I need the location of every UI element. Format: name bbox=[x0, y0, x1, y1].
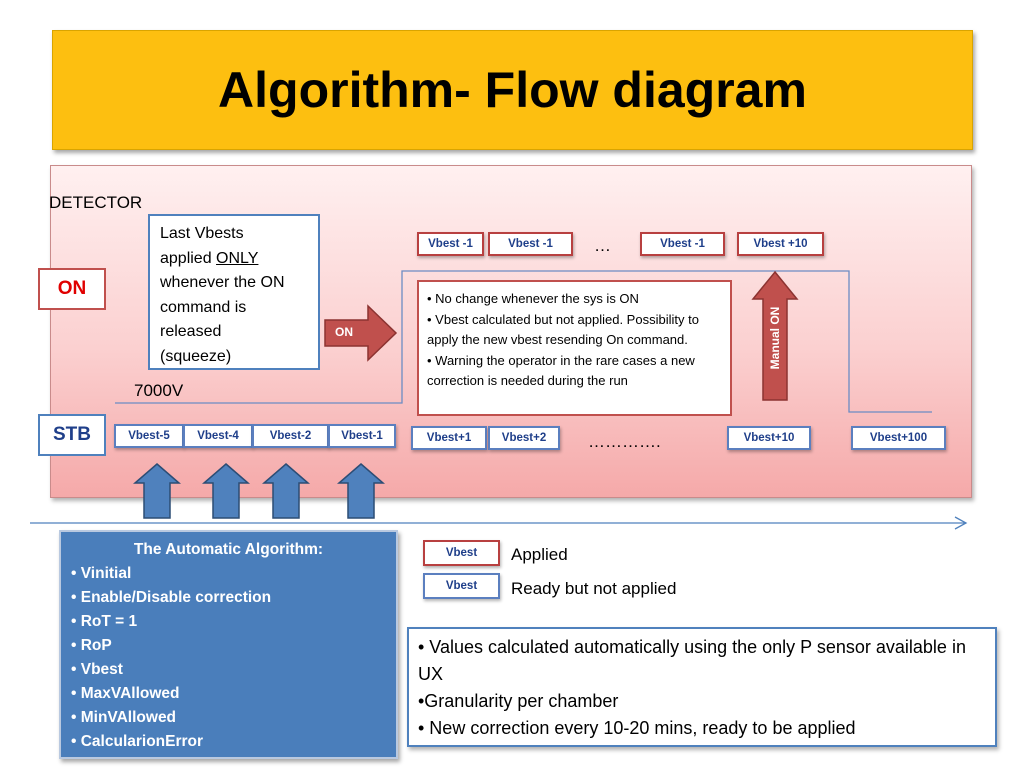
automatic-algorithm-box: The Automatic Algorithm: • Vinitial • En… bbox=[59, 530, 398, 759]
note-item: • Warning the operator in the rare cases… bbox=[427, 352, 695, 389]
legend-applied-swatch: Vbest bbox=[423, 540, 500, 566]
vbest-box-ready: Vbest+100 bbox=[851, 426, 946, 450]
voltage-label: 7000V bbox=[134, 381, 184, 400]
detector-label: DETECTOR bbox=[49, 193, 143, 212]
vbest-box-ready: Vbest-4 bbox=[183, 424, 253, 448]
info-line: •Granularity per chamber bbox=[418, 691, 619, 711]
ellipsis-bottom: …………. bbox=[588, 432, 661, 451]
on-arrow-label: ON bbox=[335, 325, 353, 339]
manual-on-label: Manual ON bbox=[768, 306, 782, 370]
vbest-box-ready: Vbest+10 bbox=[727, 426, 811, 450]
vbest-box-ready: Vbest+1 bbox=[411, 426, 487, 450]
vbest-box-ready: Vbest-2 bbox=[252, 424, 329, 448]
list-item: • Enable/Disable correction bbox=[71, 589, 272, 606]
note-line: command is bbox=[160, 298, 247, 316]
vbest-box-applied: Vbest -1 bbox=[488, 232, 573, 256]
on-state-box: ON bbox=[38, 268, 106, 310]
list-item: • Vbest bbox=[71, 661, 123, 678]
stb-state-box: STB bbox=[38, 414, 106, 456]
list-item: • CalcularionError bbox=[71, 733, 204, 750]
page-title: Algorithm- Flow diagram bbox=[218, 62, 807, 118]
timeline-arrowhead bbox=[954, 516, 968, 530]
vbest-box-applied: Vbest -1 bbox=[417, 232, 484, 256]
vbest-box-applied: Vbest -1 bbox=[640, 232, 725, 256]
legend-ready-swatch: Vbest bbox=[423, 573, 500, 599]
list-item: • Vinitial bbox=[71, 565, 132, 582]
note-item: • No change whenever the sys is ON bbox=[427, 291, 639, 306]
last-vbests-note: Last Vbests applied ONLY whenever the ON… bbox=[148, 214, 320, 370]
vbest-box-applied: Vbest +10 bbox=[737, 232, 824, 256]
legend-ready-label: Ready but not applied bbox=[511, 579, 677, 598]
ellipsis-top: … bbox=[594, 236, 611, 255]
vbest-box-ready: Vbest-1 bbox=[328, 424, 396, 448]
list-item: • RoP bbox=[71, 637, 112, 654]
underlined-word: ONLY bbox=[216, 249, 259, 267]
vbest-box-ready: Vbest-5 bbox=[114, 424, 184, 448]
note-line: Last Vbests bbox=[160, 225, 244, 242]
list-item: • MaxVAllowed bbox=[71, 685, 180, 702]
note-line: whenever the ON bbox=[160, 274, 285, 291]
legend-applied-label: Applied bbox=[511, 545, 568, 564]
info-box: • Values calculated automatically using … bbox=[407, 627, 997, 747]
note-item: • Vbest calculated but not applied. Poss… bbox=[427, 311, 699, 348]
on-state-notes: • No change whenever the sys is ON • Vbe… bbox=[417, 280, 732, 416]
note-line: released bbox=[160, 323, 222, 340]
note-line: applied ONLY bbox=[160, 249, 259, 267]
list-item: • MinVAllowed bbox=[71, 709, 177, 726]
info-line: • Values calculated automatically using … bbox=[418, 637, 966, 684]
algorithm-title: The Automatic Algorithm: bbox=[133, 541, 324, 558]
note-line: (squeeze) bbox=[160, 347, 232, 365]
vbest-box-ready: Vbest+2 bbox=[488, 426, 560, 450]
title-bar: Algorithm- Flow diagram bbox=[52, 30, 973, 150]
list-item: • RoT = 1 bbox=[71, 613, 138, 630]
algorithm-list: • Vinitial • Enable/Disable correction •… bbox=[71, 562, 386, 754]
info-line: • New correction every 10-20 mins, ready… bbox=[418, 718, 856, 738]
